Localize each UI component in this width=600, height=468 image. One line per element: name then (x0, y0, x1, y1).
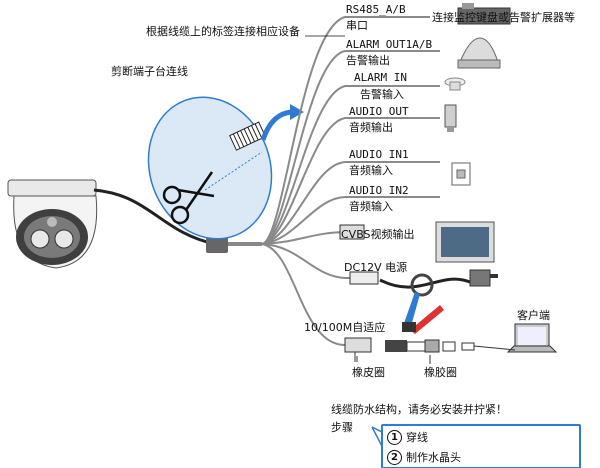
port-alarm-out-sub: 告警输出 (346, 54, 390, 67)
port-rs485-desc: 连接监控键盘或告警扩展器等 (432, 11, 575, 24)
cable-fan (261, 16, 440, 346)
switch-icon (451, 162, 471, 186)
step-label: 穿线 (406, 431, 428, 444)
monitor-icon (435, 221, 495, 263)
port-alarm-in-name: ALARM IN (354, 71, 407, 84)
top-note: 根据线缆上的标签连接相应设备 (146, 25, 300, 38)
port-alarm-out-name: ALARM OUT1A/B (346, 38, 433, 51)
port-alarm-in-sub: 告警输入 (360, 88, 404, 101)
port-dc12v-name: DC12V 电源 (344, 261, 408, 274)
step-number: 2 (387, 449, 402, 465)
step-number: 1 (387, 429, 402, 445)
bnc-connector (339, 224, 365, 240)
arrow-icon (260, 109, 295, 141)
port-audio-out-sub: 音频输出 (349, 121, 393, 134)
steps-box: 1 穿线 2 制作水晶头 (381, 424, 581, 468)
terminal-block (229, 121, 267, 151)
cable-gland (206, 235, 228, 253)
step-row-1: 1 穿线 (387, 429, 428, 445)
cut-note: 剪断端子台连线 (111, 65, 188, 78)
power-adapter-icon (379, 269, 498, 297)
waterproof-note: 线缆防水结构，请务必安装并拧紧！ (331, 403, 507, 416)
smoke-detector-icon (444, 77, 466, 91)
siren-icon (457, 37, 501, 69)
rj45-connector (344, 337, 372, 353)
rubber-seal-label: 橡胶圈 (424, 366, 457, 379)
client-label: 客户端 (517, 309, 550, 322)
step-label: 制作水晶头 (406, 451, 461, 464)
speaker-icon (444, 104, 457, 132)
port-rs485-name: RS485_A/B (346, 3, 406, 16)
laptop-icon (506, 323, 558, 353)
port-network-name: 10/100M自适应 (304, 321, 386, 334)
port-rs485-sub: 串口 (346, 19, 368, 32)
rubber-ring-label: 橡皮圈 (352, 366, 385, 379)
step-row-2: 2 制作水晶头 (387, 449, 461, 465)
waterproof-assembly (385, 339, 516, 353)
port-audio-in1-name: AUDIO IN1 (349, 148, 409, 161)
dome-camera (7, 179, 98, 269)
port-audio-in2-sub: 音频输入 (349, 200, 393, 213)
port-audio-in2-name: AUDIO IN2 (349, 184, 409, 197)
keyboard-icon (457, 3, 511, 25)
scissors-icon (162, 171, 215, 225)
crimp-tool-icon (402, 292, 444, 334)
port-cvbs-name: CVBS视频输出 (341, 228, 415, 241)
steps-title: 步骤 (331, 421, 353, 434)
cut-ellipse (147, 96, 273, 240)
port-audio-in1-sub: 音频输入 (349, 164, 393, 177)
port-audio-out-name: AUDIO OUT (349, 105, 409, 118)
dc-connector (349, 271, 379, 285)
